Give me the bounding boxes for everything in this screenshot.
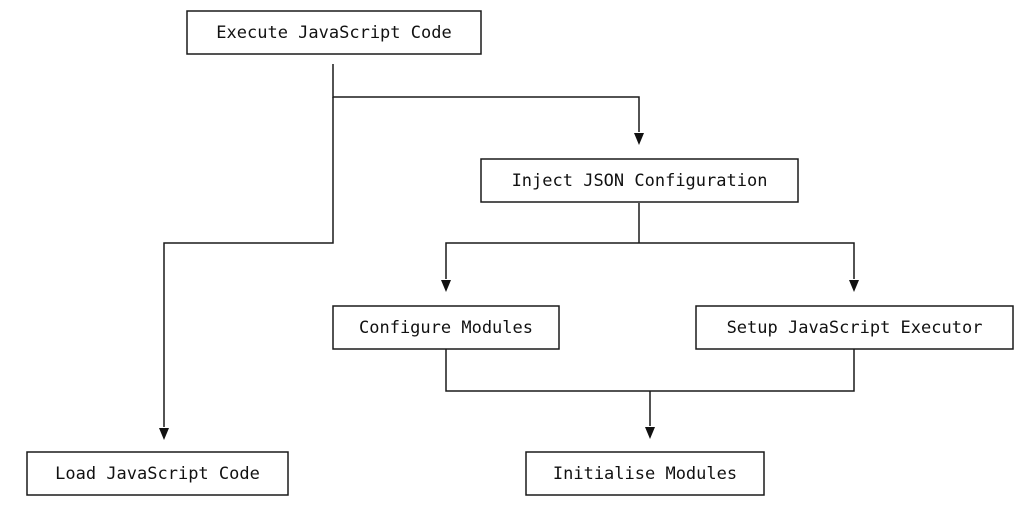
node-configure-modules: Configure Modules — [332, 305, 560, 350]
node-load-javascript-code: Load JavaScript Code — [26, 451, 289, 496]
node-inject-json-configuration: Inject JSON Configuration — [480, 158, 799, 203]
arrowhead-initialise — [645, 427, 655, 439]
node-label: Configure Modules — [359, 318, 533, 338]
edge-execute-to-load — [163, 97, 334, 427]
node-label: Load JavaScript Code — [55, 464, 260, 484]
node-setup-javascript-executor: Setup JavaScript Executor — [695, 305, 1014, 350]
node-label: Inject JSON Configuration — [512, 171, 768, 191]
node-execute-javascript-code: Execute JavaScript Code — [186, 10, 482, 55]
arrowhead-inject — [634, 133, 644, 145]
node-initialise-modules: Initialise Modules — [525, 451, 765, 496]
edge-execute-to-inject — [332, 64, 640, 132]
edge-inject-to-configure — [445, 242, 855, 279]
arrowhead-setup — [849, 280, 859, 292]
edges — [159, 64, 859, 440]
node-label: Initialise Modules — [553, 464, 737, 484]
arrowhead-load — [159, 428, 169, 440]
node-label: Setup JavaScript Executor — [727, 318, 983, 338]
edge-merge-to-initialise — [445, 349, 855, 392]
arrowhead-configure — [441, 280, 451, 292]
node-label: Execute JavaScript Code — [216, 23, 451, 43]
